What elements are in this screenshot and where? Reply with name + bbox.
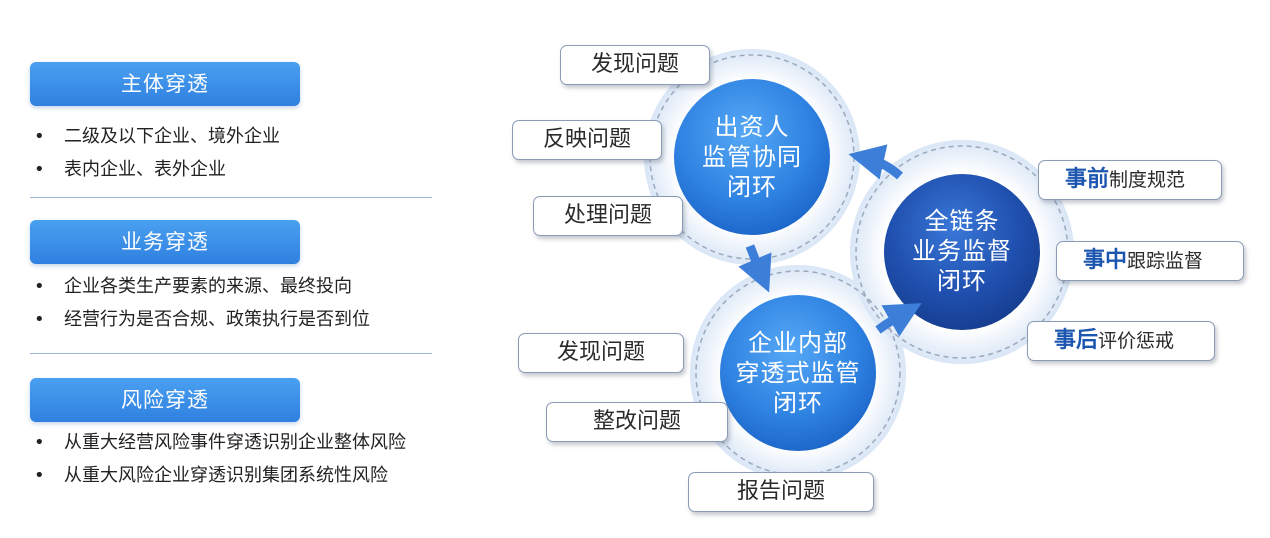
divider [30, 197, 432, 198]
list-item: • 二级及以下企业、境外企业 [34, 120, 280, 153]
pill-pre-event: 事前制度规范 [1038, 160, 1222, 200]
bullet-icon: • [34, 126, 45, 147]
pill-submit-problem: 报告问题 [688, 472, 874, 512]
penetration-panel: 主体穿透 • 二级及以下企业、境外企业 • 表内企业、表外企业 业务穿透 • 企业各类… [0, 0, 500, 538]
pill-discover-problem: 发现问题 [560, 45, 710, 85]
right-circle [884, 174, 1040, 330]
top-circle-label: 出资人 监管协同 闭环 [682, 112, 822, 202]
arrow-right-to-top [848, 144, 903, 180]
bullet-text: 二级及以下企业、境外企业 [64, 126, 280, 147]
right-circle-line: 全链条 [924, 207, 1000, 235]
subject-bullet-list: • 二级及以下企业、境外企业 • 表内企业、表外企业 [34, 120, 280, 186]
list-item: • 从重大经营风险事件穿透识别企业整体风险 [34, 426, 406, 459]
bullet-text: 表内企业、表外企业 [64, 159, 226, 180]
pill-text: 跟踪监督 [1127, 250, 1204, 272]
bullet-text: 从重大风险企业穿透识别集团系统性风险 [64, 465, 388, 486]
bullet-icon: • [34, 309, 45, 330]
pill-rectify-problem: 整改问题 [546, 402, 728, 442]
pill-report-problem: 反映问题 [512, 120, 662, 160]
bullet-text: 从重大经营风险事件穿透识别企业整体风险 [64, 432, 406, 453]
list-item: • 从重大风险企业穿透识别集团系统性风险 [34, 459, 406, 492]
bottom-circle-line: 穿透式监管 [735, 359, 861, 387]
pill-post-event: 事后评价惩戒 [1027, 321, 1215, 361]
right-circle-label: 全链条 业务监督 闭环 [892, 206, 1032, 296]
pill-text: 评价惩戒 [1098, 330, 1175, 352]
bullet-text: 经营行为是否合规、政策执行是否到位 [64, 309, 370, 330]
bottom-circle [720, 295, 876, 451]
diagram-graphics [644, 49, 1074, 481]
pill-text: 制度规范 [1109, 169, 1186, 191]
pill-handle-problem: 处理问题 [533, 196, 683, 236]
list-item: • 经营行为是否合规、政策执行是否到位 [34, 303, 370, 336]
right-circle-line: 业务监督 [912, 237, 1012, 265]
top-circle [674, 79, 830, 235]
pill-emphasis: 事前 [1065, 167, 1110, 192]
bullet-icon: • [34, 465, 45, 486]
list-item: • 企业各类生产要素的来源、最终投向 [34, 270, 370, 303]
bullet-text: 企业各类生产要素的来源、最终投向 [64, 276, 352, 297]
risk-bullet-list: • 从重大经营风险事件穿透识别企业整体风险 • 从重大风险企业穿透识别集团系统性风险 [34, 426, 406, 492]
bottom-circle-line: 闭环 [773, 389, 823, 417]
divider [30, 353, 432, 354]
bullet-icon: • [34, 159, 45, 180]
pill-emphasis: 事中 [1083, 248, 1128, 273]
bottom-circle-line: 企业内部 [748, 329, 848, 357]
section-header-business: 业务穿透 [30, 220, 300, 264]
closed-loop-diagram: 出资人 监管协同 闭环 企业内部 穿透式监管 闭环 全链条 业务监督 闭环 发现… [500, 0, 1270, 538]
top-circle-line: 出资人 [714, 113, 790, 141]
business-bullet-list: • 企业各类生产要素的来源、最终投向 • 经营行为是否合规、政策执行是否到位 [34, 270, 370, 336]
section-header-risk: 风险穿透 [30, 378, 300, 422]
bullet-icon: • [34, 432, 45, 453]
section-header-subject: 主体穿透 [30, 62, 300, 106]
top-circle-line: 监管协同 [702, 143, 802, 171]
bottom-circle-label: 企业内部 穿透式监管 闭环 [723, 328, 873, 418]
pill-discover-problem: 发现问题 [518, 333, 684, 373]
list-item: • 表内企业、表外企业 [34, 153, 280, 186]
arrow-bottom-to-right [875, 303, 922, 337]
pill-in-event: 事中跟踪监督 [1056, 241, 1244, 281]
arrow-top-to-bottom [738, 244, 772, 293]
bottom-dashed-ring [695, 270, 901, 476]
pill-emphasis: 事后 [1054, 328, 1099, 353]
top-circle-line: 闭环 [727, 173, 777, 201]
right-circle-line: 闭环 [937, 267, 987, 295]
bullet-icon: • [34, 276, 45, 297]
